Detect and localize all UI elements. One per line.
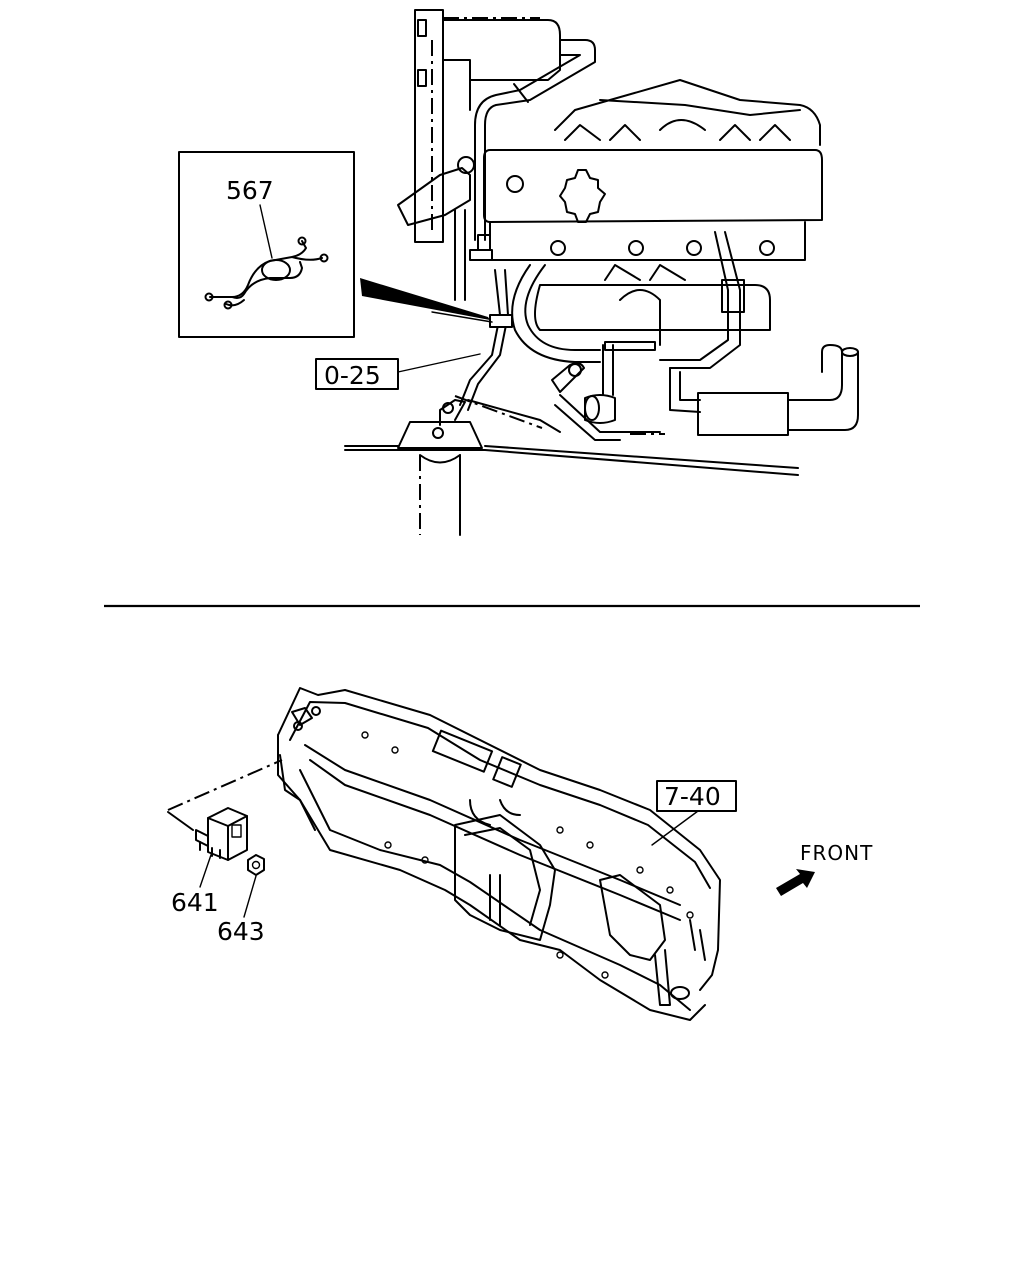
callout-641[interactable]: 641 (171, 888, 219, 917)
front-label: FRONT (800, 841, 873, 865)
leader-0-25 (397, 353, 481, 373)
nut-part (247, 854, 265, 876)
relay-bracket-part (195, 807, 248, 861)
harness-clip-part (204, 236, 329, 310)
front-arrow-icon (776, 869, 815, 896)
callout-box-7-40[interactable]: 7-40 (651, 780, 737, 846)
inset-detail-box: 567 (178, 151, 355, 338)
callout-643[interactable]: 643 (217, 917, 265, 946)
leader-641 (199, 851, 213, 888)
callout-7-40[interactable]: 7-40 (664, 782, 721, 811)
leader-643 (243, 875, 257, 918)
leader-7-40 (651, 810, 699, 846)
engine-illustration (344, 9, 859, 536)
callout-0-25[interactable]: 0-25 (324, 361, 381, 390)
callout-box-0-25[interactable]: 0-25 (315, 353, 481, 390)
dash-crossmember-illustration (167, 687, 721, 1021)
callout-567[interactable]: 567 (226, 176, 274, 205)
leader-567 (259, 204, 273, 259)
